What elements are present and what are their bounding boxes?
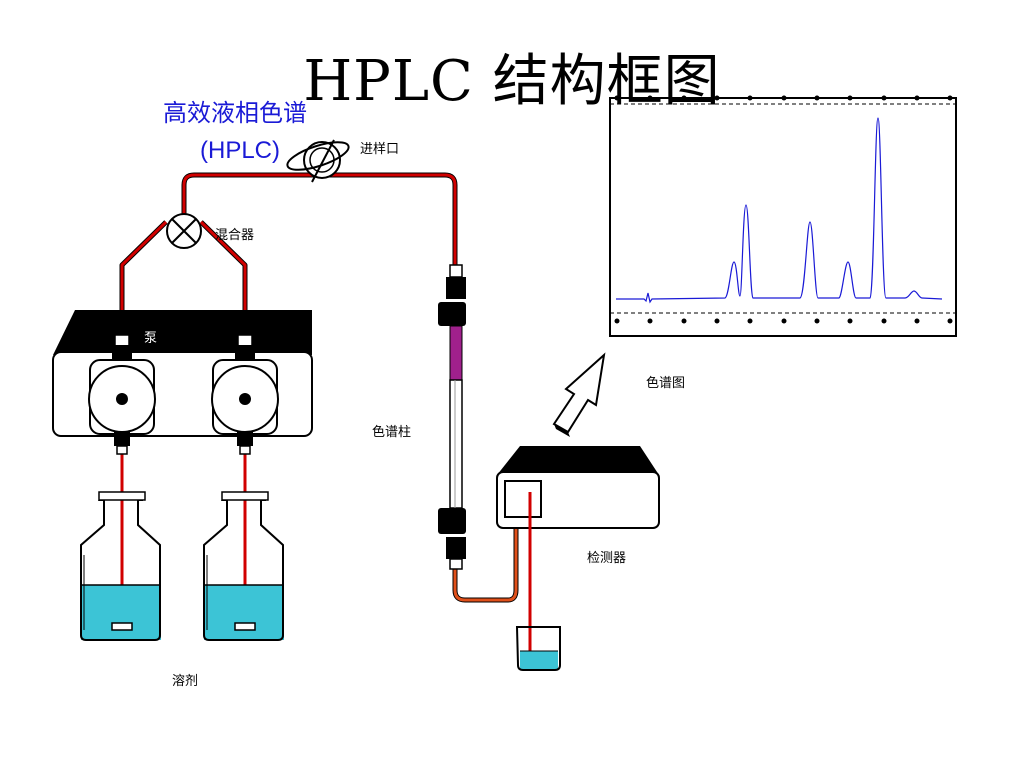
injector-label: 进样口 [360,142,400,157]
subtitle-english: (HPLC) [200,137,281,164]
outlet-tubing [452,492,519,603]
column-icon [438,264,466,570]
solvent-bottle-1-icon [80,491,161,641]
chromatogram-panel [609,95,957,337]
chromatogram-trace [616,117,943,304]
detector-icon [496,446,660,660]
waste-beaker-icon [515,626,561,671]
injector-valve-icon [286,139,350,183]
detector-label: 检测器 [587,551,627,566]
chart-paper-holes-top [614,95,953,101]
solvent-label: 溶剂 [172,674,199,689]
chart-paper-holes-bottom [614,318,953,324]
subtitle-chinese: 高效液相色谱 [163,99,307,127]
pump-icon [52,310,313,446]
page-title: HPLC 结构框图 [303,49,721,114]
chromatogram-label: 色谱图 [646,376,686,391]
column-label: 色谱柱 [372,425,412,440]
data-arrow-icon [552,352,606,437]
mixer-icon [166,213,202,249]
mixer-label: 混合器 [215,228,255,243]
solvent-bottle-2-icon [203,491,284,641]
pump-label: 泵 [144,331,158,346]
